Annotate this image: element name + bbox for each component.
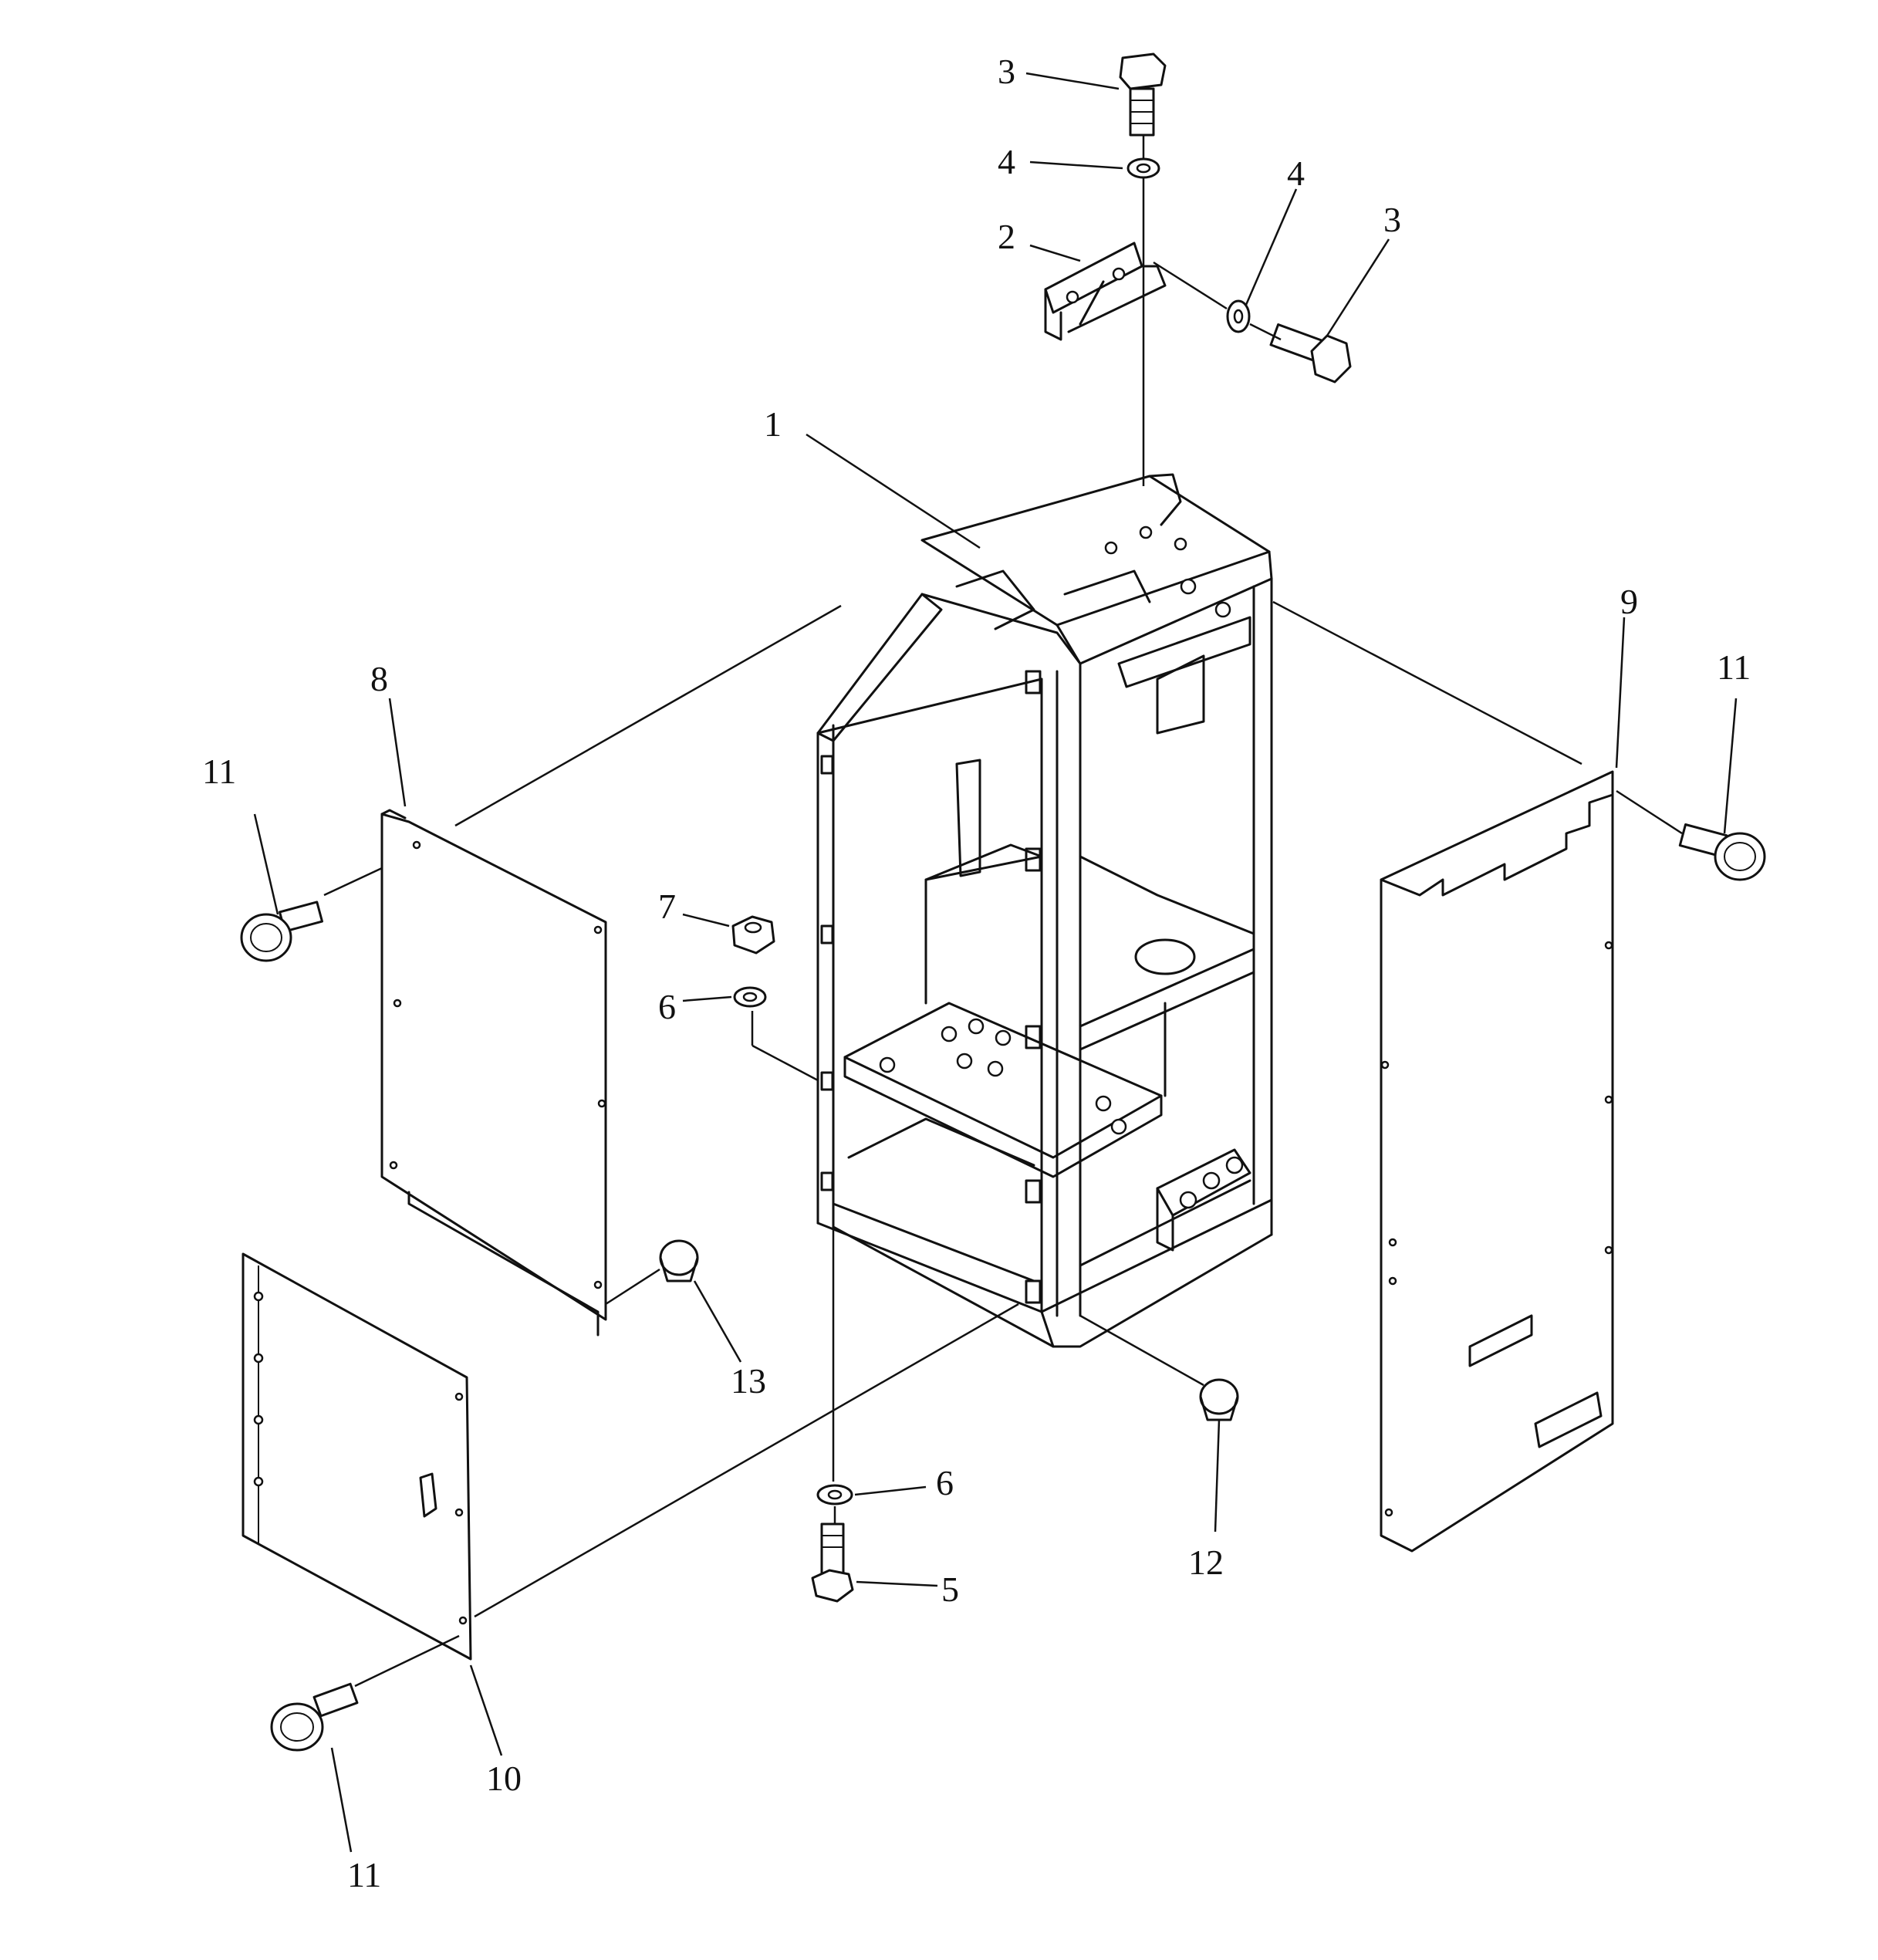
plug-12	[1199, 1378, 1239, 1421]
callout-9: 9	[1620, 582, 1638, 621]
flange-bolt-bottom	[270, 1682, 359, 1752]
callout-6-bottom: 6	[936, 1463, 954, 1502]
bolt-right	[1269, 323, 1352, 384]
callout-13: 13	[731, 1361, 766, 1401]
right-side-cover	[1380, 770, 1614, 1553]
callout-6-mid: 6	[658, 987, 676, 1026]
callout-8: 8	[370, 659, 388, 698]
callout-2: 2	[998, 217, 1015, 256]
callout-3-top: 3	[998, 52, 1015, 91]
callout-5: 5	[941, 1570, 959, 1609]
callout-labels: 1 2 3 4 4 3 9 11 8 11 7 6 13 6 5 12 10 1…	[202, 52, 1751, 1894]
callout-3-right: 3	[1383, 200, 1401, 239]
bolt-bottom	[811, 1522, 854, 1603]
callout-4-top: 4	[998, 142, 1015, 181]
nut	[731, 915, 775, 955]
left-side-cover	[380, 809, 607, 1337]
plug-13	[659, 1239, 699, 1282]
washer-top	[1126, 157, 1160, 179]
washer-bottom	[816, 1484, 853, 1505]
bolt-top	[1119, 52, 1167, 137]
callout-11-bottom: 11	[347, 1855, 381, 1894]
flange-bolt-right	[1678, 823, 1766, 881]
callout-4-right: 4	[1287, 154, 1305, 193]
front-cover	[242, 1252, 472, 1661]
flange-bolt-left	[240, 901, 324, 962]
callout-12: 12	[1188, 1543, 1224, 1582]
callout-11-left: 11	[202, 752, 236, 791]
callout-10: 10	[486, 1759, 522, 1798]
callout-leaders	[253, 72, 1738, 1853]
bracket	[1044, 242, 1167, 341]
callout-11-right: 11	[1717, 647, 1751, 687]
callout-7: 7	[658, 887, 676, 926]
washer-right	[1226, 299, 1251, 333]
callout-1: 1	[764, 404, 782, 444]
assembly-lines	[323, 135, 1683, 1688]
main-frame	[816, 473, 1273, 1348]
washer-mid	[733, 986, 767, 1008]
